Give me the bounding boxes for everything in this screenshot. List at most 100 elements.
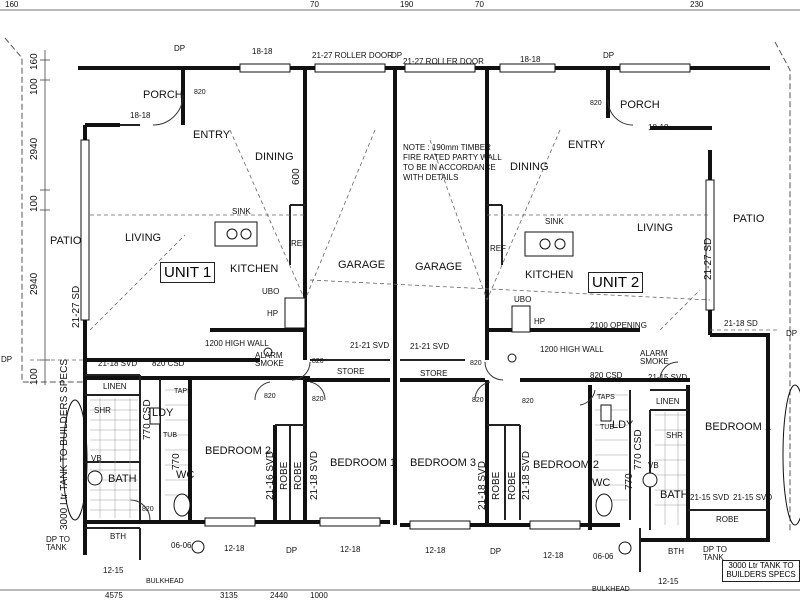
unit1-taps: TAPS: [174, 388, 192, 395]
unit2-tub: TUB: [600, 424, 614, 431]
unit2-svd-1515c: 21-15 SVD: [733, 493, 773, 502]
unit2-sd-1818: 21-18 SD: [724, 319, 758, 328]
unit2-w1218a: 12-18: [425, 546, 446, 555]
unit1-dp-bottom: DP: [286, 546, 298, 555]
unit2-770: 770: [624, 473, 635, 490]
unit2-living: LIVING: [637, 222, 674, 234]
unit2-ref: REF: [490, 244, 506, 253]
unit1-w0606: 06-06: [171, 541, 192, 550]
unit1-dp-porch: DP: [174, 44, 186, 53]
unit1-770csd: 770 CSD: [142, 399, 153, 440]
unit1-win-entry: 18-18: [130, 111, 151, 120]
dim-bottom-1: 4575: [105, 591, 123, 600]
unit1-door-820a: 820: [194, 89, 206, 96]
unit1-robe-2: ROBE: [293, 461, 304, 490]
unit1-dp-tank: DP TO TANK: [46, 535, 71, 552]
unit1-shr: SHR: [94, 406, 111, 415]
unit2-dp-porch: DP: [603, 51, 615, 60]
unit1-tank: 3000 Ltr TANK TO BUILDERS SPECS: [59, 359, 70, 530]
unit2-dp-bottom: DP: [490, 547, 502, 556]
dim-left-6: 100: [29, 368, 40, 385]
unit1-entry: ENTRY: [193, 129, 231, 141]
unit1-robe: ROBE: [279, 461, 290, 490]
dim-top-1: 160: [5, 0, 19, 9]
unit1-tub: TUB: [163, 432, 177, 439]
downpipe-icon: [618, 541, 632, 555]
unit2-sd-patio: 21-27 SD: [703, 237, 714, 280]
unit2-door-820a: 820: [590, 100, 602, 107]
unit2-tank: 3000 Ltr TANK TO BUILDERS SPECS: [722, 560, 800, 582]
unit2-robe-3: ROBE: [507, 471, 518, 500]
unit2-patio: PATIO: [733, 213, 765, 225]
unit2-wc: WC: [592, 477, 611, 489]
unit1-highwall: 1200 HIGH WALL: [205, 339, 269, 348]
basin-icon: [87, 470, 103, 486]
dim-top-5: 230: [690, 0, 704, 9]
unit2-w1218b: 12-18: [543, 551, 564, 560]
unit1-garage: GARAGE: [338, 259, 386, 271]
unit2-kitchen: KITCHEN: [525, 269, 574, 281]
unit2-hp: HP: [534, 317, 546, 326]
smoke-alarm-icon: [507, 353, 517, 363]
unit2-store: STORE: [420, 369, 448, 378]
unit2-bedroom2: BEDROOM 2: [533, 459, 600, 471]
unit1-bedroom2: BEDROOM 2: [205, 445, 272, 457]
dim-bottom-3: 2440: [270, 591, 288, 600]
fixtures: [87, 221, 658, 555]
walls: [78, 66, 770, 555]
basin-icon: [642, 472, 658, 488]
unit1-door-820d: 820: [312, 396, 324, 403]
unit2-porch: PORCH: [620, 99, 660, 111]
unit1-linen: LINEN: [103, 382, 127, 391]
unit2-win-top: 18-18: [520, 55, 541, 64]
unit1-wc: WC: [176, 469, 195, 481]
unit2-robe-2: ROBE: [491, 471, 502, 500]
water-tank-icon: [782, 384, 800, 526]
unit1-store: STORE: [337, 367, 365, 376]
unit2-bedroom3: BEDROOM 3: [410, 457, 477, 469]
unit1-bedroom1: BEDROOM 1: [330, 457, 397, 469]
unit1-ldy: LDY: [152, 407, 174, 419]
dimension-lines: [0, 9, 800, 591]
unit1-win-top: 18-18: [252, 47, 273, 56]
dp-left: DP: [1, 355, 13, 364]
unit2-svd-1818: 21-18 SVD: [477, 461, 488, 510]
unit2-svd-2121: 21-21 SVD: [410, 342, 450, 351]
hotplate-icon: [284, 297, 306, 329]
unit1-svd-2121: 21-21 SVD: [350, 341, 390, 350]
unit1-bulkhead: BULKHEAD: [146, 578, 184, 585]
unit2-ldy: LDY: [612, 419, 634, 431]
unit2-svd-1818b: 21-18 SVD: [521, 451, 532, 500]
unit2-w1215: 12-15: [658, 577, 679, 586]
windows: [80, 63, 715, 530]
dim-bottom-4: 1000: [310, 591, 328, 600]
unit1-dining: DINING: [255, 151, 294, 163]
dim-left-5: 2940: [29, 272, 40, 295]
unit2-highwall: 1200 HIGH WALL: [540, 345, 604, 354]
unit1-csd: 820 CSD: [152, 359, 185, 368]
unit1-vb: VB: [91, 454, 102, 463]
unit1-living: LIVING: [125, 232, 162, 244]
toilet-icon: [595, 493, 613, 517]
downpipe-icon: [191, 540, 205, 554]
unit1-roller-door: 21-27 ROLLER DOOR: [312, 51, 393, 60]
unit1-w1218b: 12-18: [340, 545, 361, 554]
tile-hatching: [90, 389, 686, 525]
unit2-bth: BTH: [668, 547, 684, 556]
dp-top: DP: [391, 51, 403, 60]
unit1-svd-1818b: 21-18 SVD: [309, 451, 320, 500]
unit2-w0606: 06-06: [593, 552, 614, 561]
unit2-door-820b: 820: [470, 360, 482, 367]
unit2-taps: TAPS: [597, 394, 615, 401]
unit1-600: 600: [291, 168, 302, 185]
unit2-bath: BATH: [660, 489, 689, 501]
unit1-ref: REF: [291, 239, 307, 248]
unit1-door-820c: 820: [264, 393, 276, 400]
unit1-w1215: 12-15: [103, 566, 124, 575]
toilet-icon: [173, 493, 191, 517]
unit1-w1218a: 12-18: [224, 544, 245, 553]
unit2-dp-tank: DP TO TANK: [703, 545, 728, 562]
unit2-door-820c: 820: [472, 397, 484, 404]
unit1-ubo: UBO: [262, 287, 280, 296]
unit2-opening: 2100 OPENING: [590, 321, 647, 330]
